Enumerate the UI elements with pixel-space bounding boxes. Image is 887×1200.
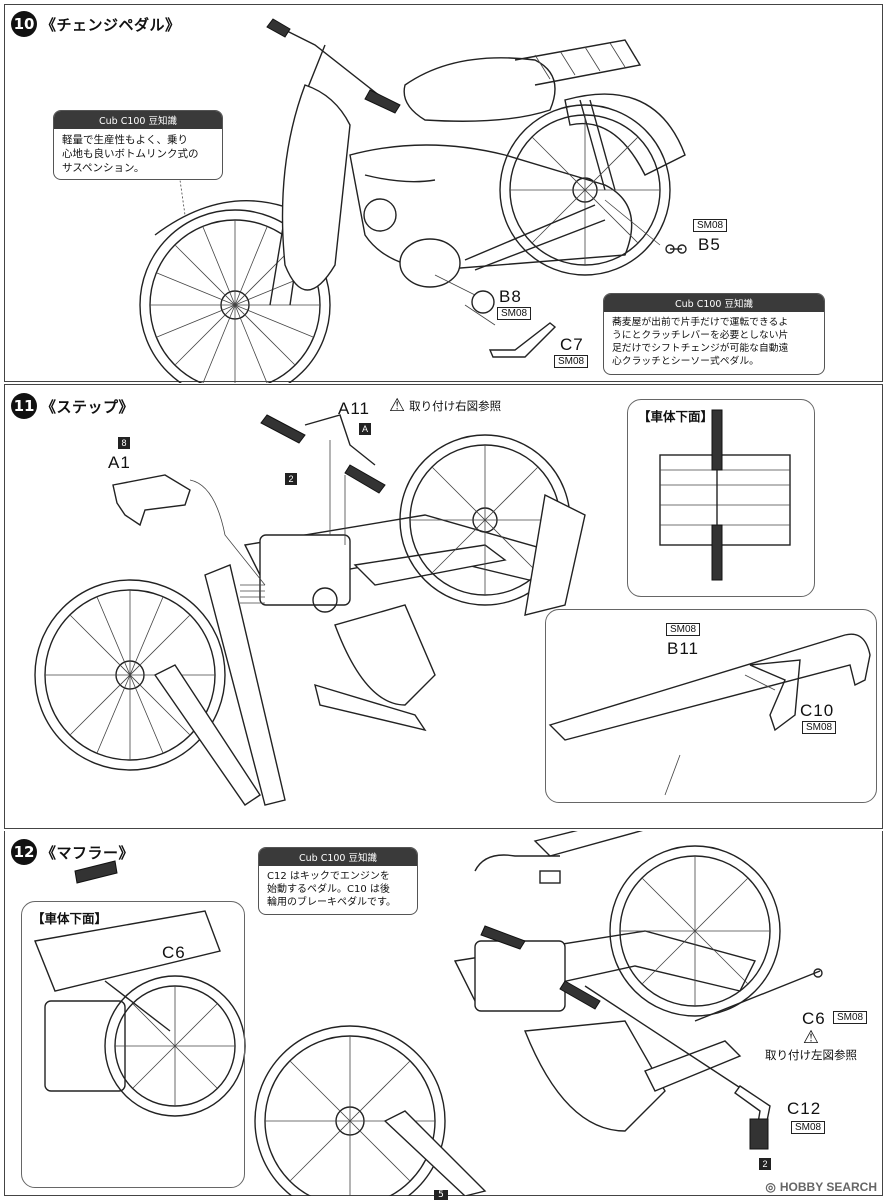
step-number: 11	[11, 393, 37, 419]
mounting-warning: ⚠ 取り付け左図参照	[765, 1029, 857, 1063]
note-body: 蕎麦屋が出前で片手だけで運転できるよ うにとクラッチレバーを必要としない片 足だ…	[612, 317, 789, 367]
step-title: 《チェンジペダル》	[41, 15, 181, 34]
part-tag-c10: SM08	[802, 721, 837, 734]
part-label-a11: A11	[338, 399, 370, 418]
underside-inset: 【車体下面】	[627, 399, 815, 597]
part-label-b8: B8	[499, 287, 522, 306]
trivia-note-clutch: Cub C100 豆知識 蕎麦屋が出前で片手だけで運転できるよ うにとクラッチレ…	[603, 293, 825, 375]
inset-part-label-c6: C6	[162, 943, 186, 962]
part-tag-c6: SM08	[833, 1011, 868, 1024]
step-10-motorcycle-illustration	[139, 18, 687, 383]
part-label-b11: B11	[667, 639, 699, 658]
step-10-panel: 10 《チェンジペダル》 Cub C100 豆知識 軽量で生産性もよく、乗り 心…	[4, 4, 883, 383]
part-block-8: 8	[118, 437, 130, 449]
part-label-c6: C6	[802, 1009, 826, 1028]
watermark: ◎ HOBBY SEARCH	[765, 1180, 877, 1194]
part-label-b5: B5	[698, 235, 721, 254]
part-label-c12: C12	[787, 1099, 822, 1118]
watermark-text: HOBBY SEARCH	[779, 1180, 877, 1194]
trivia-note-suspension: Cub C100 豆知識 軽量で生産性もよく、乗り 心地も良いボトムリンク式の …	[53, 110, 223, 180]
underside-inset: 【車体下面】	[21, 901, 245, 1188]
step-title: 《ステップ》	[41, 397, 135, 416]
part-label-c10: C10	[800, 701, 835, 720]
part-tag-b8: SM08	[497, 307, 532, 320]
part-label-a1: A1	[108, 453, 131, 472]
warning-icon: ⚠	[389, 395, 406, 416]
part-block-grip: 2	[759, 1158, 771, 1170]
step-number: 12	[11, 839, 37, 865]
step-12-panel: 12 《マフラー》 Cub C100 豆知識 C12 はキックでエンジンを 始動…	[4, 831, 883, 1196]
step-title: 《マフラー》	[41, 843, 135, 862]
inset-title: 【車体下面】	[638, 409, 714, 424]
step-12-heading: 12 《マフラー》	[11, 839, 134, 865]
part-label-c7: C7	[560, 335, 584, 354]
page-number: 5	[434, 1190, 448, 1200]
part-tag-c7: SM08	[554, 355, 589, 368]
part-block-a: A	[359, 423, 371, 435]
note-header: Cub C100 豆知識	[54, 111, 222, 129]
trivia-note-pedals: Cub C100 豆知識 C12 はキックでエンジンを 始動するペダル。C10 …	[258, 847, 418, 915]
note-header: Cub C100 豆知識	[604, 294, 824, 312]
step-11-motorcycle-illustration	[34, 409, 871, 806]
part-block-grip: 2	[285, 473, 297, 485]
muffler-callout	[545, 609, 877, 803]
warning-text: 取り付け右図参照	[409, 399, 502, 413]
part-tag-b11: SM08	[666, 623, 701, 636]
watermark-logo-icon: ◎	[765, 1180, 776, 1194]
inset-title: 【車体下面】	[32, 911, 108, 926]
note-body: 軽量で生産性もよく、乗り 心地も良いボトムリンク式の サスペンション。	[62, 134, 199, 174]
warning-icon: ⚠	[802, 1027, 820, 1048]
step-12-motorcycle-illustration	[34, 831, 823, 1196]
part-tag-c12: SM08	[791, 1121, 826, 1134]
step-10-heading: 10 《チェンジペダル》	[11, 11, 181, 37]
warning-text: 取り付け左図参照	[765, 1048, 857, 1062]
note-header: Cub C100 豆知識	[259, 848, 417, 866]
step-number: 10	[11, 11, 37, 37]
mounting-warning: ⚠ 取り付け右図参照	[389, 397, 501, 415]
step-11-panel: 11 《ステップ》 A11 A ⚠ 取り付け右図参照 2 8 A1 【車体下面】…	[4, 384, 883, 829]
step-11-heading: 11 《ステップ》	[11, 393, 134, 419]
note-body: C12 はキックでエンジンを 始動するペダル。C10 は後 輪用のブレーキペダル…	[267, 871, 396, 908]
part-tag-b5: SM08	[693, 219, 728, 232]
